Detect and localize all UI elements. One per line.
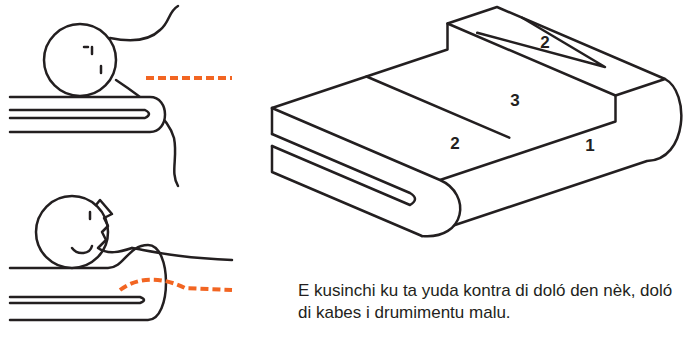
callout-number: 1: [585, 137, 594, 154]
callout-number: 2: [450, 135, 459, 152]
spine-line: [120, 280, 232, 290]
side-sleeper-figure: [10, 6, 178, 186]
callout-number: 2: [540, 34, 549, 51]
caption: E kusinchi ku ta yuda kontra di doló den…: [298, 280, 686, 324]
pillow-drawing: [272, 7, 681, 236]
spine-line: [146, 76, 232, 80]
back-sleeper-figure: [10, 196, 232, 320]
callout-number: 3: [510, 92, 519, 109]
